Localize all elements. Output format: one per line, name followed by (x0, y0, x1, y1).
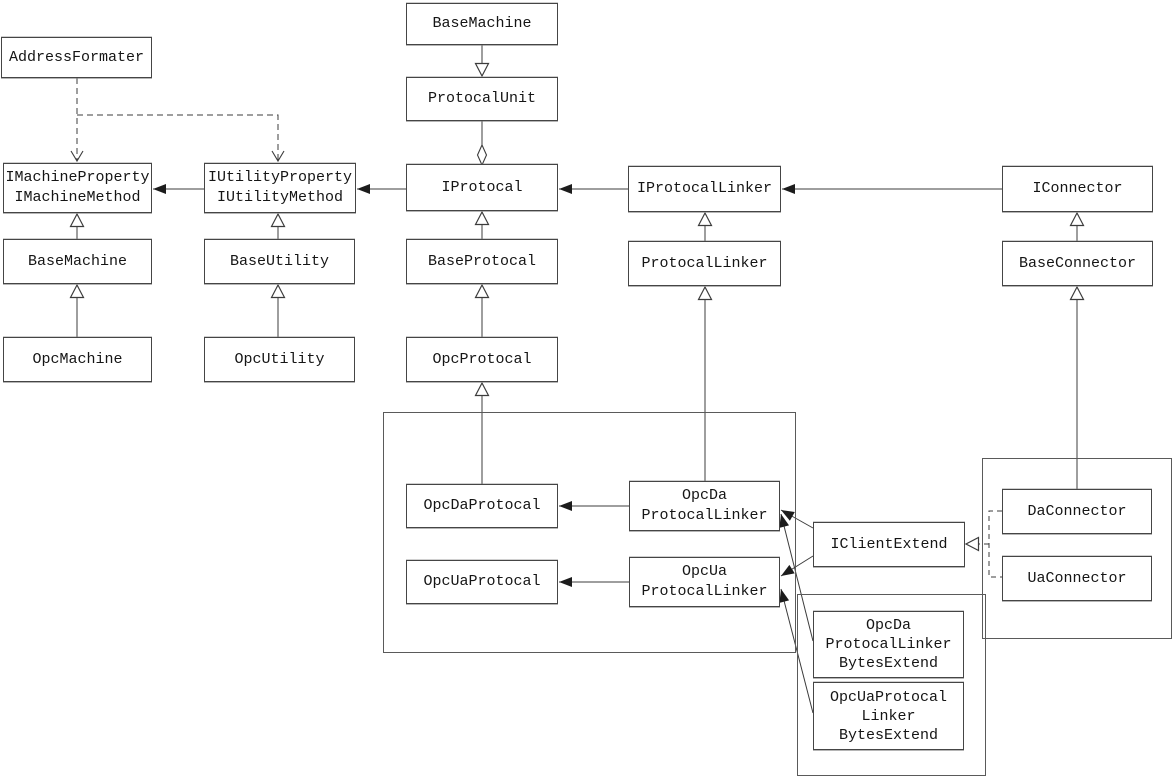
node-ua-connector: UaConnector (1002, 556, 1152, 601)
node-address-formater: AddressFormater (1, 37, 152, 78)
node-iprotocal-linker: IProtocalLinker (628, 166, 781, 212)
node-base-protocal: BaseProtocal (406, 239, 558, 284)
node-iconnector: IConnector (1002, 166, 1153, 212)
node-iutility-interface: IUtilityProperty IUtilityMethod (204, 163, 356, 213)
node-protocal-unit: ProtocalUnit (406, 77, 558, 121)
container-opc-protocal-group (383, 412, 796, 653)
edge-assoc-iclientextend-opcuaprotocallinker (780, 555, 814, 577)
node-opc-ua-protocal-linker-bytes-extend: OpcUaProtocal Linker BytesExtend (813, 682, 964, 750)
node-base-connector: BaseConnector (1002, 241, 1153, 286)
node-opc-da-protocal: OpcDaProtocal (406, 484, 558, 528)
edge-assoc-iclientextend-opcdaprotocallinker (780, 509, 814, 529)
edge-assoc-opcdabytesextend-opcdaprotocallinker (779, 513, 814, 642)
node-opc-ua-protocal-linker: OpcUa ProtocalLinker (629, 557, 780, 607)
node-protocal-linker: ProtocalLinker (628, 241, 781, 286)
node-base-machine-top: BaseMachine (406, 3, 558, 45)
node-base-machine: BaseMachine (3, 239, 152, 284)
node-base-utility: BaseUtility (204, 239, 355, 284)
node-da-connector: DaConnector (1002, 489, 1152, 534)
edge-dep-addressformater-iutility (77, 114, 285, 163)
edge-agg-protocalunit-iprotocal-diamond (476, 143, 488, 167)
node-opc-utility: OpcUtility (204, 337, 355, 382)
node-iprotocal: IProtocal (406, 164, 558, 211)
node-opc-da-protocal-linker: OpcDa ProtocalLinker (629, 481, 780, 531)
node-imachine-interface: IMachineProperty IMachineMethod (3, 163, 152, 213)
node-opc-machine: OpcMachine (3, 337, 152, 382)
node-iclient-extend: IClientExtend (813, 522, 965, 567)
node-opc-da-protocal-linker-bytes-extend: OpcDa ProtocalLinker BytesExtend (813, 611, 964, 678)
container-connector-group (982, 458, 1172, 639)
node-opc-protocal: OpcProtocal (406, 337, 558, 382)
node-opc-ua-protocal: OpcUaProtocal (406, 560, 558, 604)
